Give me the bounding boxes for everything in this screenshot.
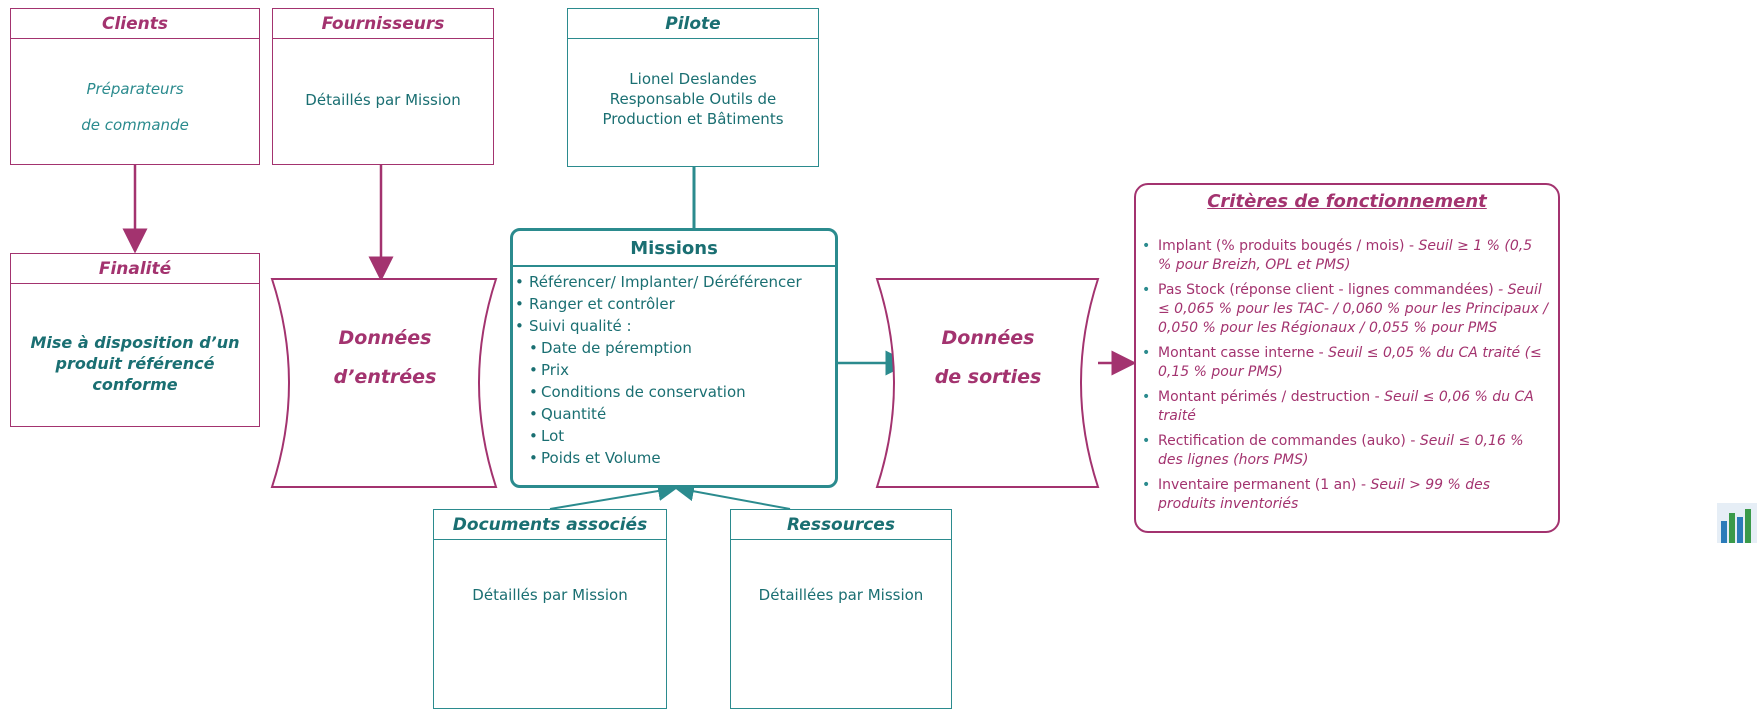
ressources-title: Ressources (731, 510, 951, 540)
fournisseurs-box: Fournisseurs Détaillés par Mission (272, 8, 494, 165)
mission-item: Ranger et contrôler (515, 295, 831, 313)
mission-item: Suivi qualité : (515, 317, 831, 335)
ressources-box: Ressources Détaillées par Mission (730, 509, 952, 709)
clients-title: Clients (11, 9, 259, 39)
criteres-box: Critères de fonctionnement Implant (% pr… (1134, 183, 1560, 533)
criteres-title: Critères de fonctionnement (1207, 191, 1487, 212)
donnees-sorties-line-1: Données (941, 327, 1035, 349)
mission-sub-item: Date de péremption (515, 339, 831, 357)
critere-threshold: Seuil ≥ 1 % (0,5 % pour Breizh, OPL et P… (1158, 238, 1533, 273)
critere-threshold: - Seuil ≤ 0,065 % pour les TAC- / 0,060 … (1158, 282, 1548, 336)
donnees-entrees-line-2: d’entrées (333, 366, 437, 388)
missions-list: Référencer/ Implanter/ Déréférencer Rang… (513, 267, 835, 467)
critere-item: Montant périmés / destruction - Seuil ≤ … (1138, 388, 1548, 426)
finalite-box: Finalité Mise à disposition d’un produit… (10, 253, 260, 427)
criteres-list: Implant (% produits bougés / mois) - Seu… (1136, 225, 1558, 514)
arrow-ressources-missions (674, 481, 791, 510)
missions-box: Missions Référencer/ Implanter/ Déréfére… (510, 228, 838, 488)
clients-line-2: de commande (81, 116, 189, 134)
finalite-line-3: conforme (92, 375, 178, 394)
critere-threshold: Seuil ≤ 0,05 % du CA traité (≤ 0,15 % po… (1158, 345, 1542, 380)
arrow-documents-missions (549, 481, 678, 510)
critere-item: Rectification de commandes (auko) - Seui… (1138, 432, 1548, 470)
mission-sub-item: Quantité (515, 405, 831, 423)
critere-threshold: Seuil > 99 % des produits inventoriés (1158, 477, 1491, 512)
critere-item: Montant casse interne - Seuil ≤ 0,05 % d… (1138, 344, 1548, 382)
critere-item: Inventaire permanent (1 an) - Seuil > 99… (1138, 476, 1548, 514)
critere-label: Implant (% produits bougés / mois) - (1158, 238, 1415, 254)
finalite-line-2: produit référencé (55, 354, 215, 373)
documents-body: Détaillés par Mission (472, 586, 628, 604)
pilote-line-1: Lionel Deslandes (629, 70, 757, 88)
chevron-donnees-entrees (270, 278, 498, 488)
critere-label: Montant périmés / destruction - (1158, 389, 1380, 405)
finalite-title: Finalité (11, 254, 259, 284)
critere-label: Montant casse interne - (1158, 345, 1324, 361)
critere-threshold: Seuil ≤ 0,16 % des lignes (hors PMS) (1158, 433, 1524, 468)
critere-threshold: Seuil ≤ 0,06 % du CA traité (1158, 389, 1534, 424)
pilote-box: Pilote Lionel Deslandes Responsable Outi… (567, 8, 819, 167)
documents-box: Documents associés Détaillés par Mission (433, 509, 667, 709)
critere-label: Rectification de commandes (auko) - (1158, 433, 1416, 449)
mission-sub-item: Lot (515, 427, 831, 445)
pilote-line-2: Responsable Outils de (609, 90, 777, 108)
ressources-body: Détaillées par Mission (758, 586, 924, 604)
missions-title: Missions (513, 231, 835, 267)
donnees-sorties-line-2: de sorties (934, 366, 1042, 388)
donnees-sorties-label: Données de sorties (903, 327, 1073, 388)
critere-item: Implant (% produits bougés / mois) - Seu… (1138, 237, 1548, 275)
fournisseurs-title: Fournisseurs (273, 9, 493, 39)
mission-item: Référencer/ Implanter/ Déréférencer (515, 273, 831, 291)
chevron-donnees-sorties (875, 278, 1100, 488)
critere-label: Pas Stock (réponse client - lignes comma… (1158, 282, 1494, 298)
donnees-entrees-label: Données d’entrées (300, 327, 470, 388)
critere-item: Pas Stock (réponse client - lignes comma… (1138, 281, 1548, 338)
pilote-title: Pilote (568, 9, 818, 39)
mission-sub-item: Conditions de conservation (515, 383, 831, 401)
clients-box: Clients Préparateurs de commande (10, 8, 260, 165)
donnees-entrees-line-1: Données (338, 327, 432, 349)
mission-sub-item: Poids et Volume (515, 449, 831, 467)
bar-chart-icon (1717, 503, 1757, 543)
finalite-line-1: Mise à disposition d’un (30, 333, 240, 352)
fournisseurs-body: Détaillés par Mission (305, 91, 461, 109)
pilote-line-3: Production et Bâtiments (602, 110, 784, 128)
clients-line-1: Préparateurs (86, 80, 184, 98)
critere-label: Inventaire permanent (1 an) - (1158, 477, 1367, 493)
documents-title: Documents associés (434, 510, 666, 540)
mission-sub-item: Prix (515, 361, 831, 379)
